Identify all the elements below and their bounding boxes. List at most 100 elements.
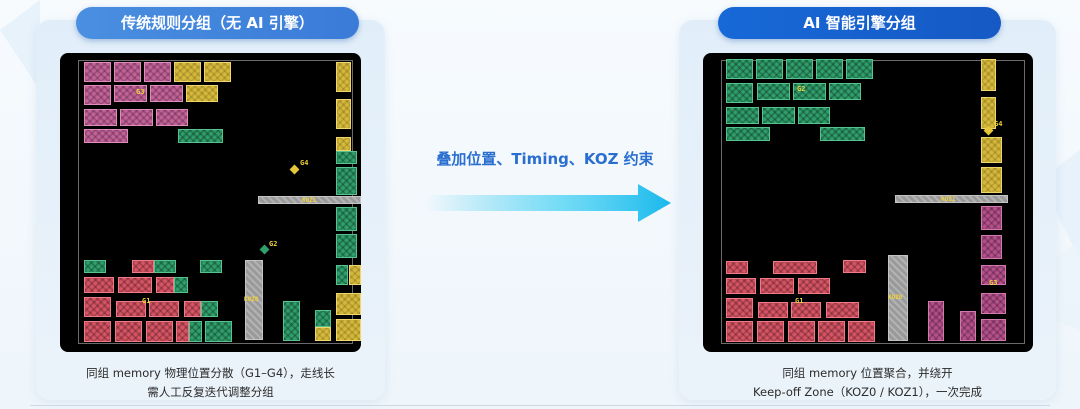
memory-block — [132, 260, 154, 273]
memory-block — [336, 293, 361, 315]
memory-block — [791, 302, 821, 318]
bottom-divider — [30, 405, 1050, 406]
memory-block — [114, 62, 141, 82]
group-label-g3: G3 — [989, 279, 998, 287]
memory-block — [336, 99, 351, 129]
traditional-caption-line2: 需人工反复迭代调整分组 — [147, 385, 274, 399]
memory-block — [981, 319, 1006, 341]
memory-block — [84, 62, 111, 82]
memory-block — [336, 234, 357, 258]
memory-block — [829, 83, 861, 100]
ai-floorplan: G2 G4 KOZ1 G3 KOZ0 G1 — [703, 53, 1033, 352]
memory-block — [200, 260, 222, 273]
memory-block — [846, 59, 873, 79]
memory-block — [84, 277, 114, 293]
group-label-g4: G4 — [994, 120, 1003, 128]
memory-block — [204, 62, 231, 82]
memory-block — [184, 301, 201, 317]
memory-block — [762, 107, 795, 124]
memory-block — [798, 107, 830, 124]
flow-arrow-icon — [426, 184, 671, 222]
die-boundary — [721, 60, 1025, 344]
memory-block — [189, 321, 202, 342]
memory-block — [149, 301, 179, 317]
memory-block — [315, 310, 331, 327]
memory-block — [981, 59, 996, 91]
keep-off-zone-koz1 — [258, 196, 361, 204]
memory-block — [118, 277, 152, 293]
memory-block — [981, 265, 1006, 285]
memory-block — [726, 107, 759, 124]
group-label-g2: G2 — [269, 240, 278, 248]
memory-block — [981, 235, 1002, 259]
koz1-label: KOZ1 — [941, 196, 956, 203]
memory-block — [756, 59, 783, 79]
memory-block — [788, 321, 815, 342]
memory-block — [726, 298, 753, 318]
memory-block — [146, 321, 173, 342]
memory-block — [336, 137, 351, 151]
ai-caption: 同组 memory 位置聚合，并绕开 Keep-off Zone（KOZ0 / … — [679, 364, 1056, 402]
memory-block — [205, 321, 232, 342]
memory-block — [176, 321, 189, 342]
memory-block — [174, 277, 188, 293]
memory-block — [843, 260, 866, 273]
group-label-g3: G3 — [136, 88, 145, 96]
memory-block — [84, 129, 128, 143]
memory-block — [960, 311, 976, 341]
memory-block — [336, 151, 357, 164]
memory-block — [760, 278, 794, 294]
ai-grouping-title: AI 智能引擎分组 — [718, 7, 1001, 39]
memory-block — [84, 297, 111, 317]
memory-block — [201, 301, 218, 317]
memory-block — [84, 321, 111, 342]
memory-block — [981, 167, 1002, 193]
memory-block — [336, 62, 351, 92]
traditional-caption-line1: 同组 memory 物理位置分散（G1–G4），走线长 — [86, 366, 335, 380]
memory-block — [150, 85, 183, 102]
memory-block — [793, 83, 826, 100]
group-label-g2: G2 — [797, 85, 806, 93]
group-label-g4: G4 — [300, 159, 309, 167]
traditional-floorplan: G3 G4 KOZ1 G2 KOZ0 G1 — [60, 53, 361, 352]
memory-block — [981, 206, 1002, 230]
memory-block — [758, 302, 788, 318]
memory-block — [336, 319, 361, 341]
memory-block — [726, 83, 753, 103]
ai-caption-line2: Keep-off Zone（KOZ0 / KOZ1），一次完成 — [753, 385, 982, 399]
group-label-g1: G1 — [795, 297, 804, 305]
memory-block — [156, 109, 188, 126]
memory-block — [981, 97, 996, 129]
memory-block — [84, 85, 111, 105]
memory-block — [116, 301, 146, 317]
group-label-g1: G1 — [142, 297, 151, 305]
memory-block — [178, 129, 223, 143]
memory-block — [156, 277, 174, 293]
memory-block — [726, 127, 770, 141]
koz0-label: KOZ0 — [888, 294, 903, 301]
memory-block — [826, 302, 859, 318]
memory-block — [349, 265, 361, 285]
ai-caption-line1: 同组 memory 位置聚合，并绕开 — [782, 366, 953, 380]
memory-block — [186, 85, 218, 102]
traditional-caption: 同组 memory 物理位置分散（G1–G4），走线长 需人工反复迭代调整分组 — [36, 364, 385, 402]
memory-block — [818, 321, 845, 342]
memory-block — [820, 127, 865, 141]
memory-block — [726, 261, 748, 274]
memory-block — [84, 260, 106, 273]
memory-block — [726, 59, 753, 79]
memory-block — [726, 321, 753, 342]
memory-block — [981, 293, 1006, 314]
memory-block — [144, 62, 171, 82]
keep-off-zone-koz1 — [895, 195, 1008, 203]
memory-block — [114, 85, 147, 102]
keep-off-zone-koz0 — [245, 260, 263, 340]
memory-block — [120, 109, 153, 126]
memory-block — [115, 321, 142, 342]
traditional-grouping-title: 传统规则分组（无 AI 引擎） — [76, 7, 359, 39]
memory-block — [336, 167, 357, 195]
memory-block — [336, 207, 357, 231]
constraints-title: 叠加位置、Timing、KOZ 约束 — [436, 150, 654, 168]
memory-block — [154, 260, 176, 273]
memory-block — [315, 327, 331, 341]
